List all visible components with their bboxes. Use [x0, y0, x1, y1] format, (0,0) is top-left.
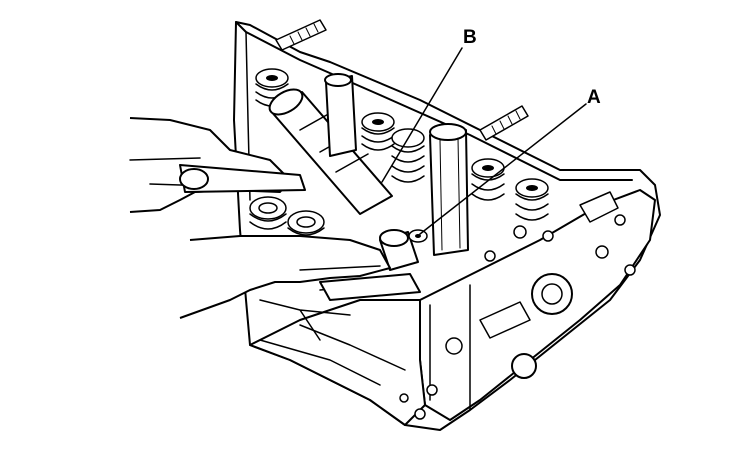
- left-hand: [129, 117, 306, 213]
- leader-line-a: [419, 103, 587, 235]
- spring-compressor-tool: [268, 73, 393, 215]
- valve-keeper-installer: [379, 229, 428, 271]
- callout-label-b: B: [463, 27, 477, 48]
- right-hand: [179, 235, 421, 341]
- valve-spring-5: [515, 178, 549, 221]
- callout-label-a: A: [587, 87, 601, 108]
- front-face-holes: [399, 191, 636, 420]
- leader-line-b: [381, 47, 463, 183]
- stud-right: [479, 105, 529, 141]
- valve-spring-4: [471, 158, 505, 201]
- valve-springs: [249, 68, 549, 236]
- stud-left: [275, 19, 327, 51]
- valve-spring-7: [287, 210, 325, 236]
- valve-guide-tool: [429, 123, 469, 256]
- valve-spring-6: [249, 196, 287, 230]
